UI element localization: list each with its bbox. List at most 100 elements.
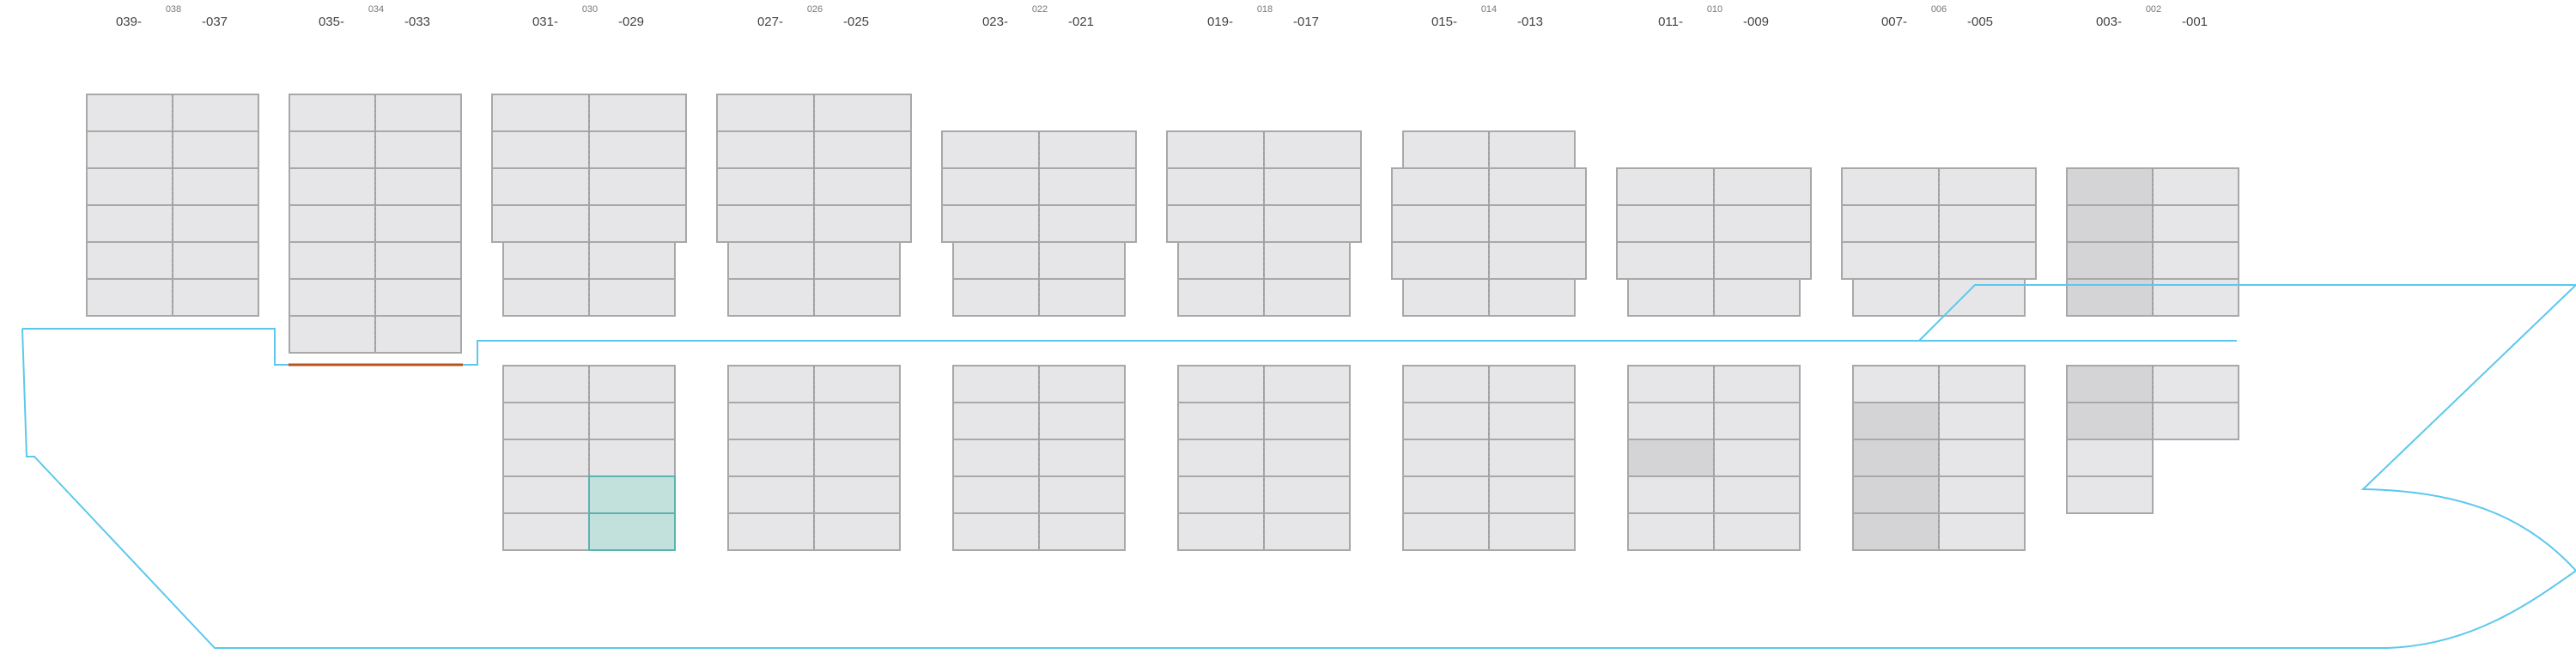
hold-slot[interactable]	[1038, 365, 1126, 403]
deck-slot[interactable]	[1263, 241, 1351, 280]
deck-slot[interactable]	[716, 167, 815, 206]
deck-slot[interactable]	[1841, 241, 1940, 280]
hold-slot[interactable]	[2066, 475, 2154, 514]
hold-slot[interactable]	[502, 365, 590, 403]
deck-slot[interactable]	[172, 167, 259, 206]
hold-slot[interactable]	[588, 439, 676, 477]
deck-slot[interactable]	[289, 94, 376, 132]
deck-slot[interactable]	[289, 278, 376, 317]
deck-slot[interactable]	[727, 278, 815, 317]
hold-slot[interactable]	[502, 402, 590, 440]
deck-slot[interactable]	[289, 204, 376, 243]
hold-slot[interactable]	[1852, 365, 1940, 403]
deck-slot[interactable]	[952, 241, 1040, 280]
deck-slot[interactable]	[1402, 130, 1490, 169]
hold-slot[interactable]	[1402, 365, 1490, 403]
deck-slot[interactable]	[1938, 241, 2037, 280]
deck-slot[interactable]	[1713, 167, 1812, 206]
deck-slot[interactable]	[1177, 278, 1265, 317]
hold-slot-occupied[interactable]	[2066, 402, 2154, 440]
hold-slot-occupied[interactable]	[2066, 365, 2154, 403]
hold-slot[interactable]	[1488, 365, 1576, 403]
hold-slot[interactable]	[1488, 439, 1576, 477]
deck-slot[interactable]	[1038, 278, 1126, 317]
hold-slot[interactable]	[1938, 439, 2026, 477]
deck-slot[interactable]	[1488, 278, 1576, 317]
hold-slot[interactable]	[813, 365, 901, 403]
deck-slot[interactable]	[491, 94, 590, 132]
deck-slot[interactable]	[1177, 241, 1265, 280]
deck-slot[interactable]	[86, 130, 173, 169]
hold-slot[interactable]	[1938, 365, 2026, 403]
hold-slot[interactable]	[952, 402, 1040, 440]
hold-slot[interactable]	[727, 402, 815, 440]
hold-slot[interactable]	[1938, 402, 2026, 440]
deck-slot[interactable]	[588, 204, 687, 243]
deck-slot[interactable]	[813, 167, 912, 206]
deck-slot[interactable]	[1938, 204, 2037, 243]
deck-slot[interactable]	[1488, 241, 1587, 280]
deck-slot[interactable]	[289, 130, 376, 169]
hold-slot[interactable]	[952, 512, 1040, 551]
hold-slot[interactable]	[1488, 512, 1576, 551]
hold-slot[interactable]	[1263, 439, 1351, 477]
deck-slot[interactable]	[1263, 278, 1351, 317]
deck-slot[interactable]	[813, 130, 912, 169]
hold-slot-occupied[interactable]	[1852, 439, 1940, 477]
deck-slot[interactable]	[813, 241, 901, 280]
deck-slot[interactable]	[1488, 204, 1587, 243]
hold-slot-selected[interactable]	[588, 475, 676, 514]
hold-slot[interactable]	[1713, 512, 1801, 551]
deck-slot-occupied[interactable]	[2066, 204, 2154, 243]
hold-slot[interactable]	[2152, 365, 2239, 403]
deck-slot[interactable]	[2152, 204, 2239, 243]
hold-slot-occupied[interactable]	[1852, 512, 1940, 551]
hold-slot-occupied[interactable]	[1627, 439, 1715, 477]
deck-slot[interactable]	[172, 241, 259, 280]
hold-slot[interactable]	[1177, 402, 1265, 440]
deck-slot[interactable]	[813, 94, 912, 132]
deck-slot[interactable]	[491, 204, 590, 243]
deck-slot[interactable]	[1841, 167, 1940, 206]
deck-slot[interactable]	[2152, 167, 2239, 206]
deck-slot[interactable]	[374, 241, 462, 280]
deck-slot[interactable]	[1038, 204, 1137, 243]
deck-slot-occupied[interactable]	[2066, 241, 2154, 280]
hold-slot[interactable]	[952, 475, 1040, 514]
hold-slot[interactable]	[1627, 475, 1715, 514]
hold-slot[interactable]	[1627, 365, 1715, 403]
deck-slot[interactable]	[1841, 204, 1940, 243]
hold-slot[interactable]	[1938, 475, 2026, 514]
deck-slot[interactable]	[1713, 278, 1801, 317]
deck-slot[interactable]	[374, 94, 462, 132]
deck-slot[interactable]	[1488, 167, 1587, 206]
hold-slot[interactable]	[1713, 439, 1801, 477]
deck-slot[interactable]	[1938, 167, 2037, 206]
deck-slot[interactable]	[941, 130, 1040, 169]
deck-slot[interactable]	[952, 278, 1040, 317]
deck-slot[interactable]	[491, 167, 590, 206]
hold-slot[interactable]	[1177, 475, 1265, 514]
hold-slot-occupied[interactable]	[1852, 475, 1940, 514]
deck-slot[interactable]	[2152, 241, 2239, 280]
deck-slot[interactable]	[588, 278, 676, 317]
deck-slot[interactable]	[1616, 167, 1715, 206]
hold-slot[interactable]	[727, 439, 815, 477]
deck-slot[interactable]	[86, 278, 173, 317]
hold-slot-selected[interactable]	[588, 512, 676, 551]
hold-slot[interactable]	[1402, 402, 1490, 440]
hold-slot[interactable]	[2152, 402, 2239, 440]
deck-slot[interactable]	[172, 204, 259, 243]
hold-slot[interactable]	[1177, 439, 1265, 477]
hold-slot[interactable]	[502, 512, 590, 551]
hold-slot[interactable]	[952, 439, 1040, 477]
hold-slot[interactable]	[1938, 512, 2026, 551]
hold-slot[interactable]	[588, 402, 676, 440]
deck-slot[interactable]	[86, 94, 173, 132]
deck-slot[interactable]	[716, 94, 815, 132]
deck-slot[interactable]	[374, 130, 462, 169]
hold-slot[interactable]	[1177, 512, 1265, 551]
deck-slot[interactable]	[289, 315, 376, 354]
hold-slot[interactable]	[1627, 402, 1715, 440]
deck-slot[interactable]	[502, 241, 590, 280]
